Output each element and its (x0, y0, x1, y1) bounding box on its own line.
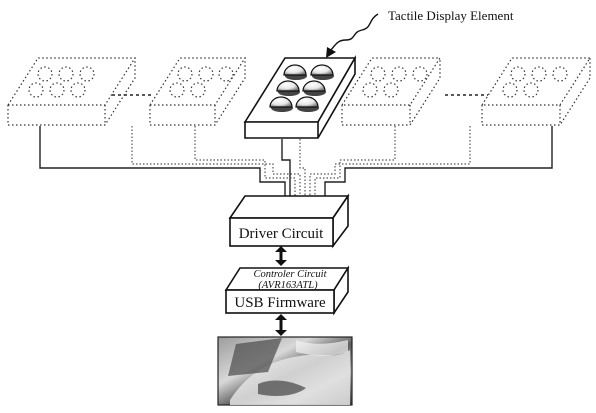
computer-user-photo (218, 337, 352, 405)
inactive-element-2 (150, 58, 245, 125)
callout-squiggle-line (331, 14, 378, 50)
driver-circuit-box: Driver Circuit (230, 196, 348, 246)
inactive-element-3 (342, 58, 440, 125)
double-arrow-lower (275, 314, 287, 336)
driver-circuit-label: Driver Circuit (239, 226, 324, 242)
usb-firmware-label: USB Firmware (234, 295, 326, 311)
callout-arrowhead (326, 47, 336, 58)
inactive-element-1 (8, 58, 135, 125)
controller-usb-box: Controler Circuit (AVR163ATL) USB Firmwa… (226, 268, 348, 313)
active-tactile-element (245, 58, 355, 138)
inactive-element-4 (482, 58, 590, 125)
controller-model-label: (AVR163ATL) (258, 280, 318, 291)
double-arrow-upper (275, 246, 287, 266)
tactile-element-callout-label: Tactile Display Element (388, 8, 514, 23)
controller-circuit-label: Controler Circuit (253, 269, 327, 280)
